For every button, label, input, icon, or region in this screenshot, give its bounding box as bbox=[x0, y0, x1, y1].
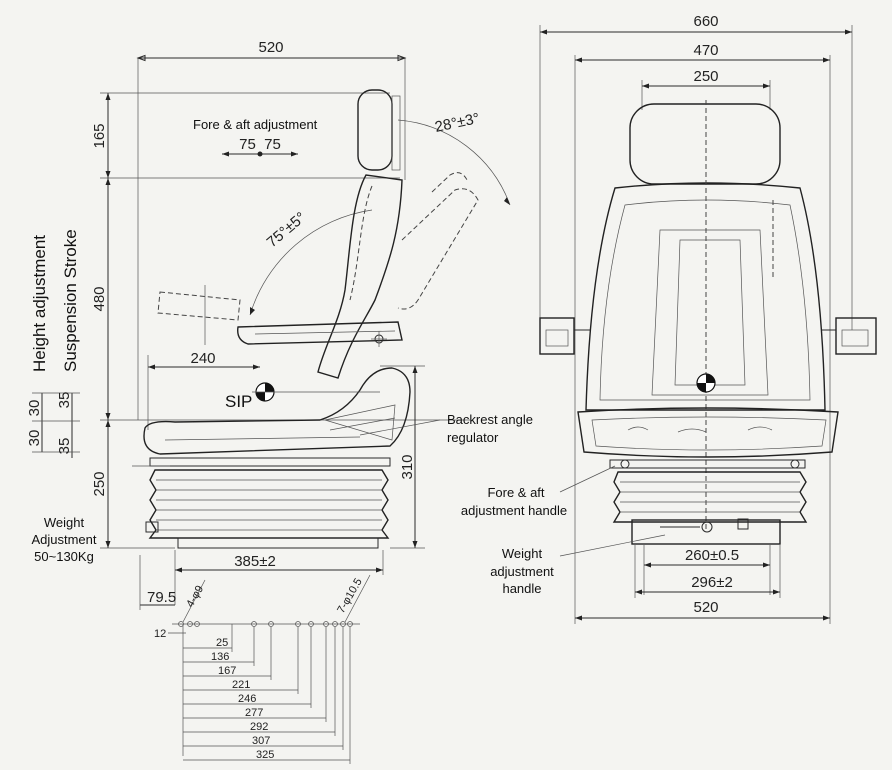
base-height-dim: 250 bbox=[91, 471, 108, 496]
width-dim-label: 660 bbox=[693, 13, 718, 30]
weight-adj-label-1: Weight bbox=[44, 515, 85, 530]
headrest-width-dim: 250 bbox=[693, 68, 718, 85]
front-view-dimensions: 660 470 250 260±0.5 296±2 520 bbox=[539, 13, 853, 624]
base-width-dim: 520 bbox=[693, 599, 718, 616]
backrest-angle-dim: 75°±5° bbox=[264, 209, 310, 251]
weight-range-label: 50~130Kg bbox=[34, 549, 94, 564]
height-adjustment-label: Height adjustment bbox=[30, 235, 49, 372]
sip-label: SIP bbox=[225, 392, 252, 411]
weight-handle-label-2: adjustment bbox=[490, 564, 554, 579]
sip-front-dim: 240 bbox=[190, 350, 215, 367]
hole-dim-4: 221 bbox=[232, 679, 250, 691]
front-view-seat bbox=[539, 100, 877, 545]
inner-width-dim: 470 bbox=[693, 42, 718, 59]
weight-adj-label-2: Adjustment bbox=[31, 532, 96, 547]
hole-dim-5: 246 bbox=[238, 693, 256, 705]
rail-spacing-dim: 260±0.5 bbox=[685, 547, 739, 564]
hole-dim-7: 292 bbox=[250, 721, 268, 733]
hole-dim-3: 167 bbox=[218, 665, 236, 677]
front-hole-spec: 4-φ9 bbox=[184, 584, 206, 610]
side-view-callouts: Backrest angle regulator Weight Adjustme… bbox=[31, 412, 533, 564]
base-length-dim: 385±2 bbox=[234, 553, 276, 570]
suspension-stroke-label: Suspension Stroke bbox=[61, 229, 80, 372]
height-adj-lower-dim: 30 bbox=[26, 430, 43, 447]
backrest-height-dim: 480 bbox=[91, 286, 108, 311]
mount-width-dim: 296±2 bbox=[691, 574, 733, 591]
weight-handle-label-1: Weight bbox=[502, 546, 543, 561]
suspension-lower-dim: 35 bbox=[56, 438, 73, 455]
fore-aft-values: 75 75 bbox=[239, 136, 281, 153]
hole-dim-2: 136 bbox=[211, 651, 229, 663]
depth-dim-label: 520 bbox=[258, 39, 283, 56]
front-offset-dim: 79.5 bbox=[147, 589, 176, 606]
side-view-seat: SIP bbox=[132, 89, 479, 549]
headrest-height-dim: 165 bbox=[91, 123, 108, 148]
hole-dim-9: 325 bbox=[256, 749, 274, 761]
backrest-regulator-label-1: Backrest angle bbox=[447, 412, 533, 427]
headrest-angle-dim: 28°±3° bbox=[433, 110, 481, 136]
hole-dim-8: 307 bbox=[252, 735, 270, 747]
front-view-callouts: Fore & aft adjustment handle Weight adju… bbox=[461, 465, 666, 596]
hole-dim-6: 277 bbox=[245, 707, 263, 719]
hole-offset-dim: 12 bbox=[154, 628, 166, 640]
fore-aft-handle-label-1: Fore & aft bbox=[487, 485, 544, 500]
mounting-hole-diagram: 4-φ9 7-φ10.5 12 25 136 167 221 246 277 2… bbox=[154, 574, 371, 764]
hole-dim-1: 25 bbox=[216, 637, 228, 649]
fore-aft-handle-label-2: adjustment handle bbox=[461, 503, 567, 518]
rear-height-dim: 310 bbox=[399, 454, 416, 479]
fore-aft-label: Fore & aft adjustment bbox=[193, 117, 318, 132]
side-view-dimensions: 520 165 480 250 30 30 35 35 Height adjus… bbox=[26, 39, 511, 610]
suspension-upper-dim: 35 bbox=[56, 392, 73, 409]
weight-handle-label-3: handle bbox=[502, 581, 541, 596]
height-adj-upper-dim: 30 bbox=[26, 400, 43, 417]
backrest-regulator-label-2: regulator bbox=[447, 430, 499, 445]
rear-hole-spec: 7-φ10.5 bbox=[335, 576, 365, 615]
